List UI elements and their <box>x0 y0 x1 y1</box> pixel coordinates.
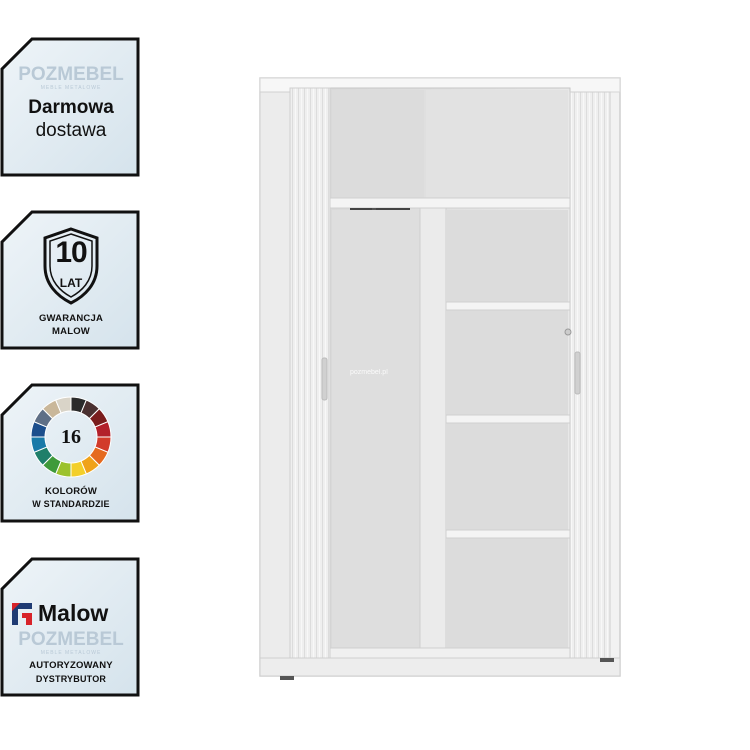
back-panel-left <box>332 90 424 198</box>
badge-frame <box>0 557 140 697</box>
badge-frame <box>0 210 140 350</box>
shelf-section <box>446 210 568 648</box>
right-foot <box>600 658 614 662</box>
distributor-line1: AUTORYZOWANY <box>29 660 113 671</box>
pozmebel-watermark: POZMEBEL <box>18 64 124 85</box>
right-door-handle <box>574 351 581 395</box>
pozmebel-watermark-sub: MEBLE METALOWE <box>40 85 102 91</box>
back-panel-right <box>426 90 568 198</box>
badge-distributor: Malow POZMEBEL MEBLE METALOWE AUTORYZOWA… <box>0 557 142 699</box>
left-door-handle <box>321 357 328 401</box>
shield-icon <box>43 227 99 305</box>
colors-line1: KOLORÓW <box>44 486 98 497</box>
wardrobe-section <box>332 210 428 648</box>
cabinet-plinth <box>259 657 621 677</box>
center-watermark: pozmebel.pl <box>350 369 388 376</box>
shelf-3 <box>445 414 571 424</box>
pozmebel-watermark: POZMEBEL <box>18 629 124 650</box>
top-shelf <box>329 197 571 209</box>
warranty-unit: LAT <box>59 276 83 290</box>
colors-line2: W STANDARDZIE <box>32 499 110 509</box>
malow-logo-icon <box>12 603 32 625</box>
color-swatch <box>55 396 72 414</box>
tambour-door-cabinet: pozmebel.pl <box>250 60 630 690</box>
distributor-line2: DYSTRYBUTOR <box>35 674 107 684</box>
left-foot <box>280 676 294 680</box>
delivery-line1: Darmowa <box>28 97 114 118</box>
shelf-2 <box>445 301 571 311</box>
warranty-line2: MALOW <box>52 326 90 337</box>
cabinet-illustration <box>259 77 621 680</box>
pozmebel-watermark-sub: MEBLE METALOWE <box>40 650 102 656</box>
badge-warranty: 10 LAT GWARANCJA MALOW <box>0 210 142 352</box>
vertical-divider <box>419 207 447 649</box>
malow-brand: Malow <box>38 600 109 626</box>
badge-free-delivery: POZMEBEL MEBLE METALOWE Darmowa dostawa <box>0 37 142 179</box>
bottom-shelf <box>329 647 571 659</box>
lock-icon <box>564 328 572 336</box>
shelf-4 <box>445 529 571 539</box>
cabinet-left-side <box>259 91 291 677</box>
colors-count: 16 <box>61 426 81 448</box>
delivery-line2: dostawa <box>35 120 107 141</box>
badge-colors: 16 KOLORÓW W STANDARDZIE <box>0 383 142 525</box>
badge-frame <box>0 37 140 177</box>
warranty-line1: GWARANCJA <box>38 313 104 324</box>
color-wheel-icon <box>30 396 112 478</box>
warranty-years: 10 <box>55 236 87 269</box>
